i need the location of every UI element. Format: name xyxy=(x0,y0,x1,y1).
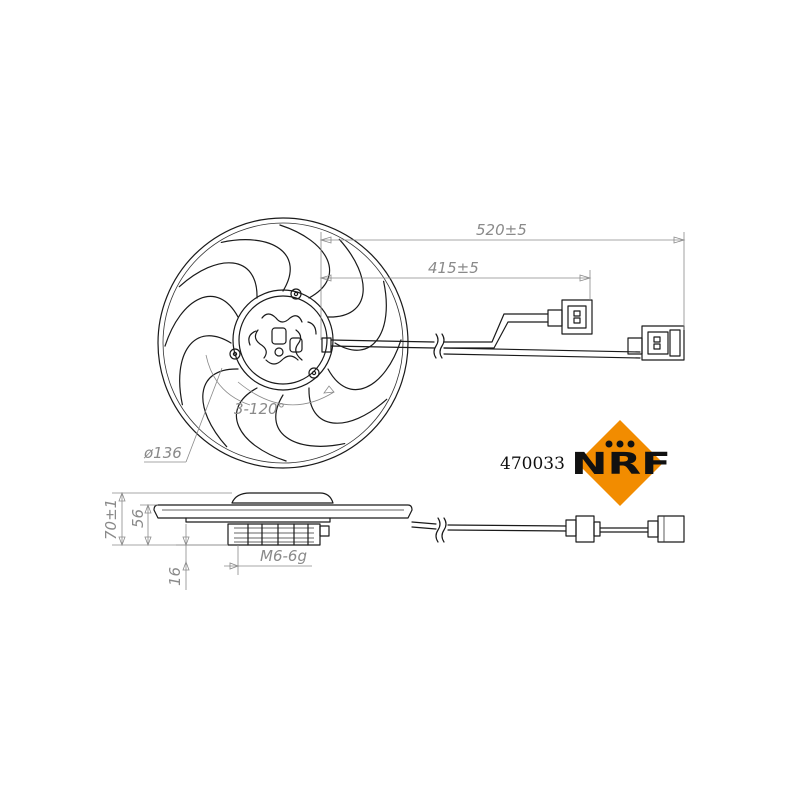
connector-side-1 xyxy=(565,515,601,543)
dim-mounting-angle: 3-120° xyxy=(234,400,285,418)
logo-dot xyxy=(627,440,635,448)
cable-side-view xyxy=(411,515,685,543)
mount-lug-right xyxy=(308,367,320,379)
dim-total-length: 520±5 xyxy=(476,221,527,239)
connector-side-2 xyxy=(647,515,685,543)
dim-fan-diameter: ø136 xyxy=(143,444,182,462)
part-number: 470033 xyxy=(500,454,565,474)
nrf-logo: NRF xyxy=(571,420,671,506)
fan-blade-edge xyxy=(179,335,232,406)
connector-415 xyxy=(547,299,593,335)
fan-blade-edge xyxy=(275,394,346,447)
fan-blade-edge xyxy=(327,238,364,318)
fan-top-view xyxy=(157,217,409,469)
fan-blade-edge xyxy=(279,224,330,299)
fan-blades xyxy=(164,224,402,462)
logo-dot xyxy=(605,440,613,448)
fan-side-view xyxy=(153,492,413,546)
dimensions-top: 520±5 415±5 3-120° ø136 xyxy=(143,221,686,463)
mount-lug-left xyxy=(229,348,241,360)
dim-thread: M6-6g xyxy=(260,547,307,565)
dim-overall-height: 70±1 xyxy=(102,499,120,540)
fan-blade-edge xyxy=(327,339,402,390)
fan-blade-edge xyxy=(236,387,287,462)
dim-connector-length: 415±5 xyxy=(428,259,479,277)
logo-text: NRF xyxy=(571,447,671,482)
logo-dot xyxy=(616,440,624,448)
logo-diamond xyxy=(577,420,663,506)
fan-blade-edge xyxy=(220,239,291,292)
fan-blade-edge xyxy=(164,296,239,347)
dimensions-side: 70±1 56 16 M6-6g xyxy=(102,491,312,590)
fan-blade-edge xyxy=(178,262,258,299)
fan-inner-ring xyxy=(162,222,404,464)
fan-blade-edge xyxy=(308,387,388,424)
fan-blade-edge xyxy=(334,280,387,351)
fan-blade-edge xyxy=(202,368,239,448)
fan-outer-ring xyxy=(157,217,409,469)
dim-motor-height: 56 xyxy=(129,509,147,528)
connector-520 xyxy=(627,325,685,361)
dim-bolt-length: 16 xyxy=(166,567,184,586)
fan-hub xyxy=(229,288,334,391)
cable-top-view xyxy=(330,299,685,361)
mount-lug-top xyxy=(290,288,302,300)
